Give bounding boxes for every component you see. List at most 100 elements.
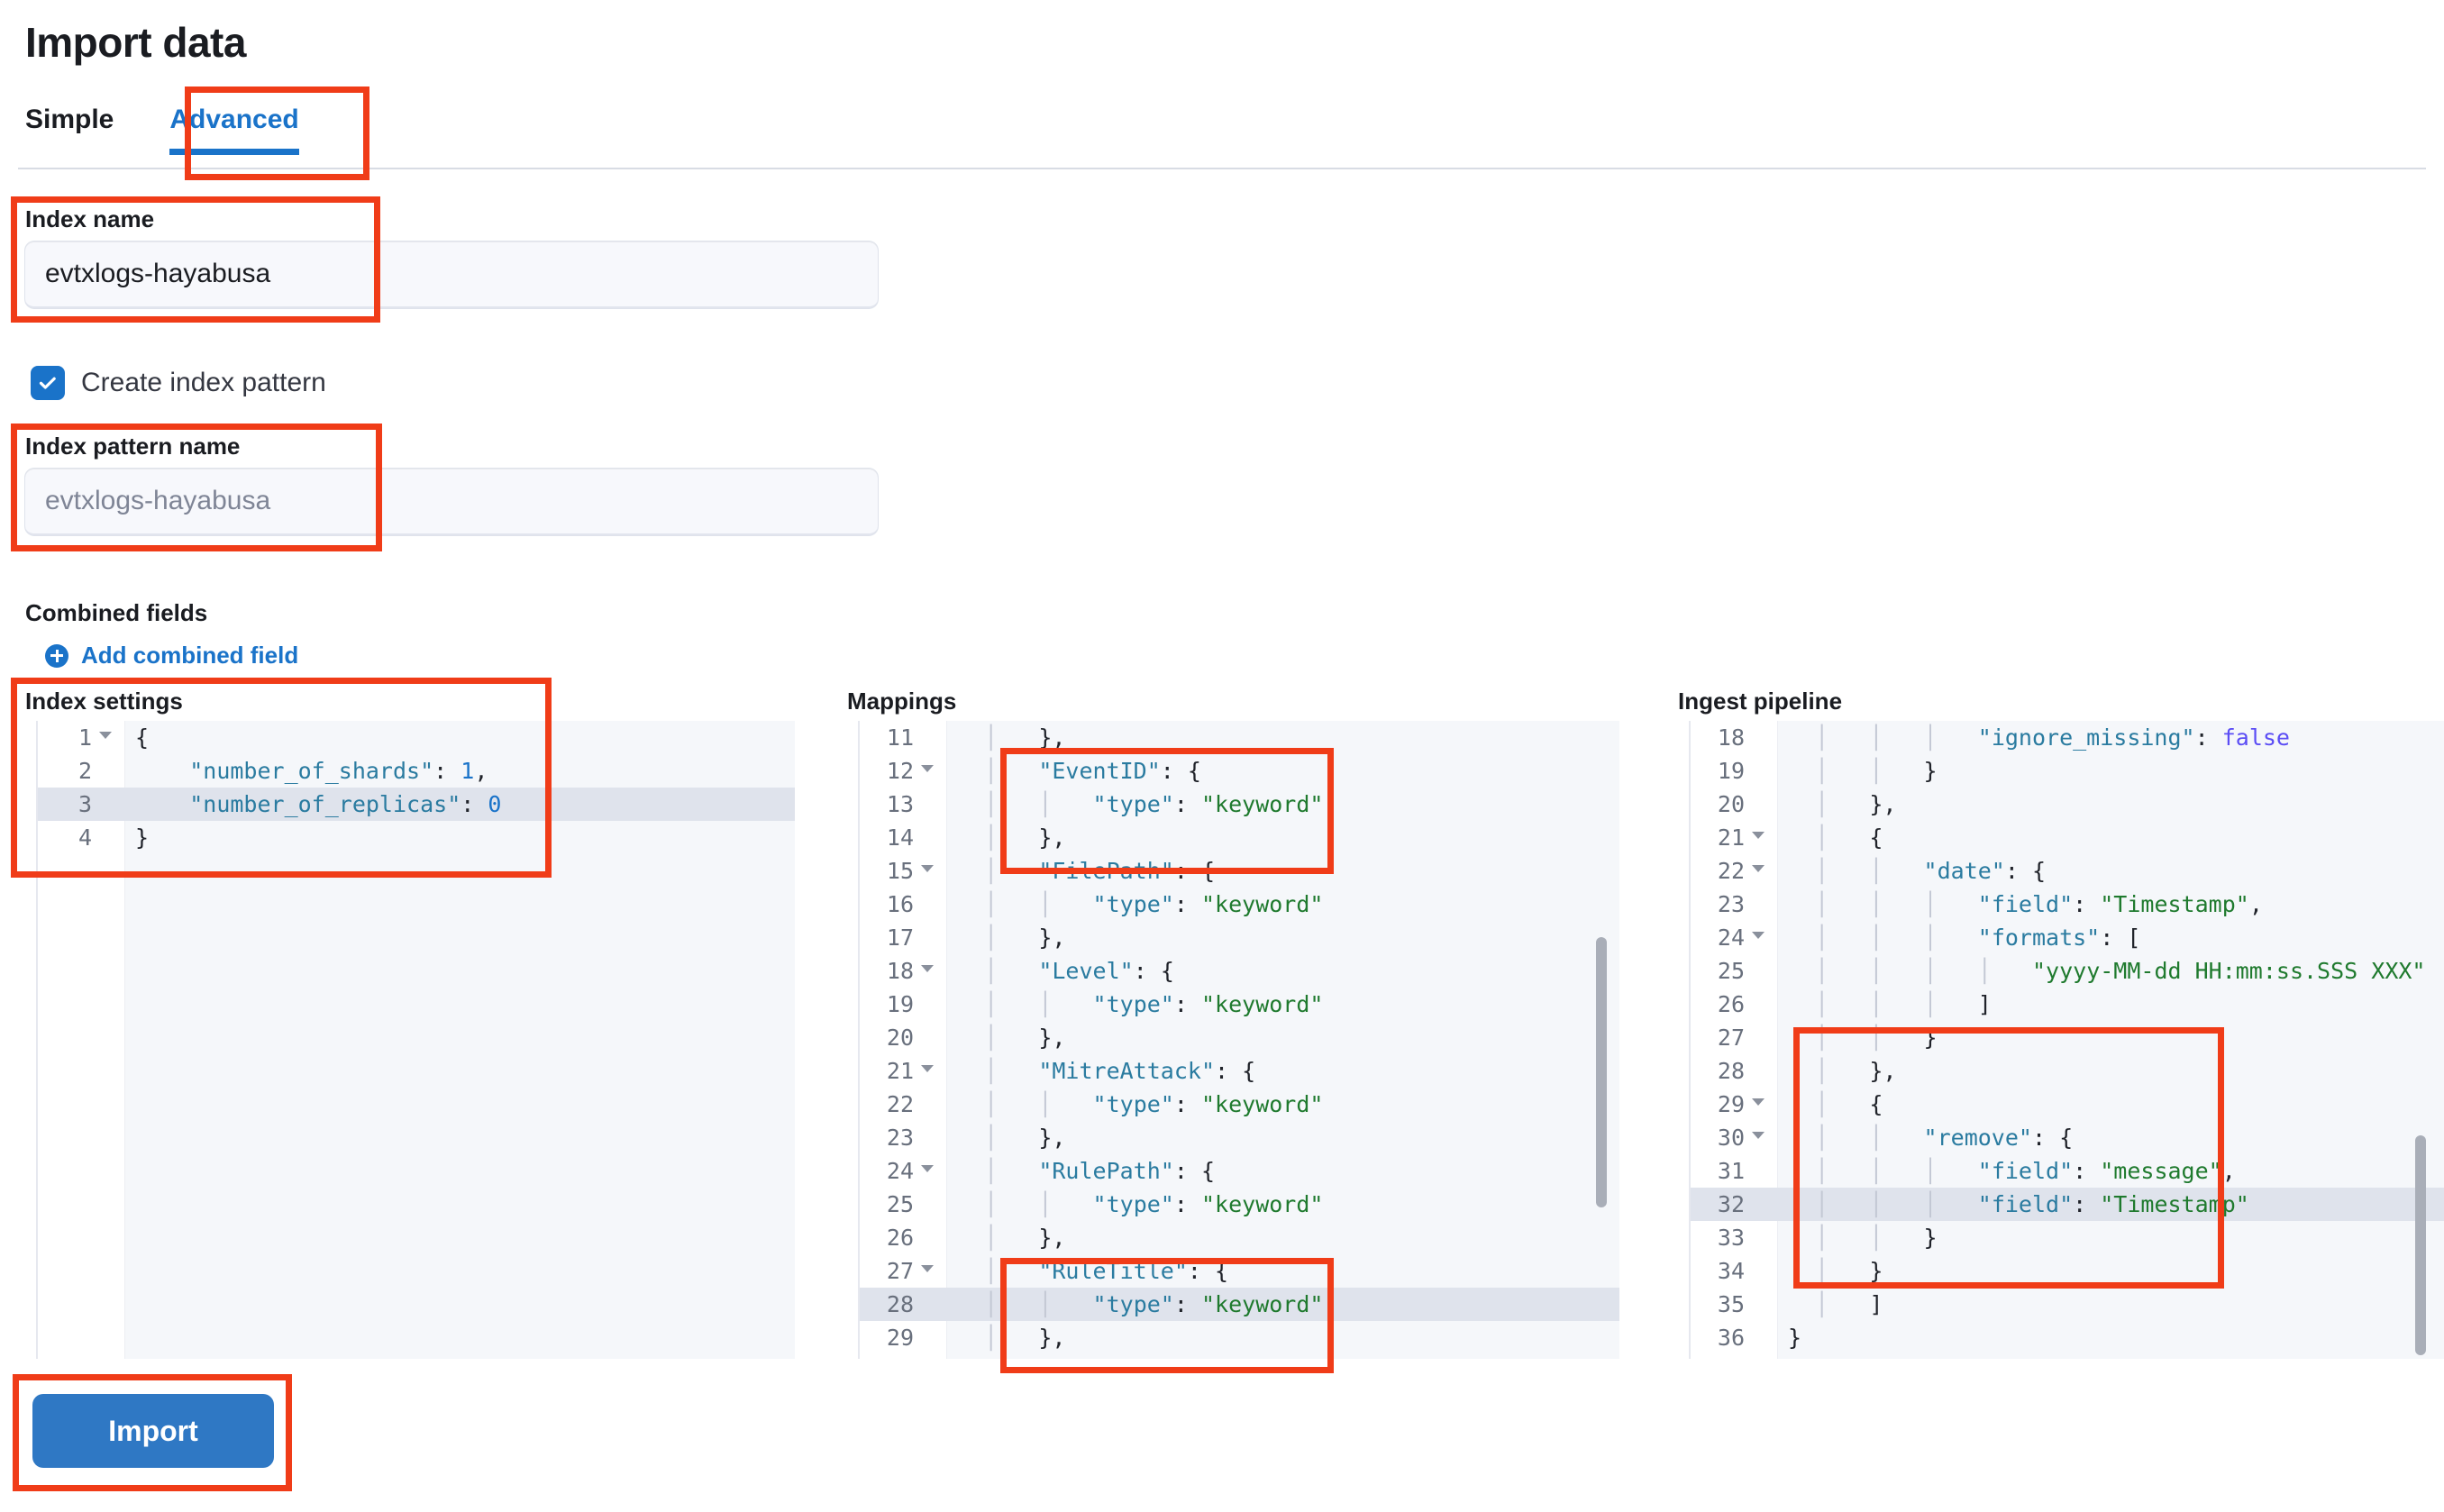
code-line: 13 │ │ "type": "keyword" — [860, 788, 1619, 821]
ingest-pipeline-scrollbar[interactable] — [2415, 1135, 2426, 1355]
code-text: │ }, — [1815, 791, 1897, 817]
plus-circle-icon — [45, 643, 68, 668]
line-number: 28 — [1717, 1058, 1745, 1084]
code-line: 27 │ "RuleTitle": { — [860, 1254, 1619, 1288]
code-line: 16 │ │ "type": "keyword" — [860, 888, 1619, 921]
add-combined-field-button[interactable]: Add combined field — [45, 642, 298, 669]
code-text: │ }, — [984, 925, 1066, 951]
line-number: 36 — [1717, 1325, 1745, 1351]
line-number: 4 — [78, 824, 92, 851]
fold-arrow-icon[interactable] — [921, 865, 934, 872]
code-line: 33 │ │ } — [1691, 1221, 2444, 1254]
code-line: 23 │ │ │ "field": "Timestamp", — [1691, 888, 2444, 921]
code-line: 21 │ "MitreAttack": { — [860, 1054, 1619, 1088]
code-text: │ │ │ │ "yyyy-MM-dd HH:mm:ss.SSS XXX" — [1815, 958, 2426, 984]
index-pattern-name-input[interactable] — [25, 469, 878, 535]
line-number: 27 — [1717, 1025, 1745, 1051]
fold-arrow-icon[interactable] — [921, 1165, 934, 1172]
line-number: 31 — [1717, 1158, 1745, 1184]
code-line: 29 │ }, — [860, 1321, 1619, 1354]
line-number: 2 — [78, 758, 92, 784]
code-text: │ │ │ "formats": [ — [1815, 925, 2141, 951]
code-text: "number_of_shards": 1, — [189, 758, 488, 784]
line-number: 13 — [886, 791, 914, 817]
line-number: 34 — [1717, 1258, 1745, 1284]
code-text: │ ] — [1815, 1291, 1883, 1317]
code-text: │ │ │ "field": "message", — [1815, 1158, 2236, 1184]
code-line: 35 │ ] — [1691, 1288, 2444, 1321]
code-line: 20 │ }, — [860, 1021, 1619, 1054]
code-line: 11 │ }, — [860, 721, 1619, 754]
code-text: │ │ } — [1815, 758, 1938, 784]
line-number: 1 — [78, 724, 92, 751]
line-number: 14 — [886, 824, 914, 851]
checkbox-checked-icon[interactable] — [31, 366, 65, 400]
code-line: 19 │ │ } — [1691, 754, 2444, 788]
line-number: 25 — [1717, 958, 1745, 984]
fold-arrow-icon[interactable] — [921, 1265, 934, 1272]
line-number: 24 — [886, 1158, 914, 1184]
code-line: 26 │ │ │ ] — [1691, 988, 2444, 1021]
code-line: 18 │ "Level": { — [860, 954, 1619, 988]
fold-arrow-icon[interactable] — [1752, 832, 1765, 839]
code-line: 1{ — [38, 721, 795, 754]
code-line: 12 │ "EventID": { — [860, 754, 1619, 788]
fold-arrow-icon[interactable] — [921, 765, 934, 772]
code-text: │ }, — [984, 1025, 1066, 1051]
create-index-pattern-row[interactable]: Create index pattern — [31, 366, 326, 400]
mappings-title: Mappings — [847, 688, 957, 715]
mappings-editor[interactable]: 11 │ },12 │ "EventID": {13 │ │ "type": "… — [858, 721, 1619, 1359]
code-text: │ │ │ "field": "Timestamp" — [1815, 1191, 2249, 1217]
code-text: │ "FilePath": { — [984, 858, 1216, 884]
line-number: 29 — [1717, 1091, 1745, 1117]
code-text: │ "Level": { — [984, 958, 1174, 984]
code-line: 30 │ │ "remove": { — [1691, 1121, 2444, 1154]
code-line: 26 │ }, — [860, 1221, 1619, 1254]
import-button[interactable]: Import — [32, 1394, 274, 1468]
line-number: 35 — [1717, 1291, 1745, 1317]
fold-arrow-icon[interactable] — [1752, 932, 1765, 939]
tab-divider — [18, 168, 2426, 169]
tab-simple[interactable]: Simple — [25, 105, 114, 134]
fold-arrow-icon[interactable] — [1752, 1132, 1765, 1139]
mappings-scrollbar[interactable] — [1596, 937, 1607, 1207]
code-text: │ }, — [984, 724, 1066, 751]
line-number: 26 — [1717, 991, 1745, 1017]
code-text: │ }, — [1815, 1058, 1897, 1084]
code-text: │ "MitreAttack": { — [984, 1058, 1256, 1084]
code-line: 15 │ "FilePath": { — [860, 854, 1619, 888]
code-line: 24 │ "RulePath": { — [860, 1154, 1619, 1188]
fold-arrow-icon[interactable] — [1752, 1098, 1765, 1106]
line-number: 19 — [1717, 758, 1745, 784]
line-number: 3 — [78, 791, 92, 817]
code-line: 31 │ │ │ "field": "message", — [1691, 1154, 2444, 1188]
code-text: │ │ "remove": { — [1815, 1125, 2074, 1151]
add-combined-field-label: Add combined field — [81, 642, 299, 669]
code-text: │ "EventID": { — [984, 758, 1201, 784]
code-line: 2 "number_of_shards": 1, — [38, 754, 795, 788]
code-text: │ │ "date": { — [1815, 858, 2047, 884]
line-number: 19 — [886, 991, 914, 1017]
fold-arrow-icon[interactable] — [921, 1065, 934, 1072]
fold-arrow-icon[interactable] — [1752, 865, 1765, 872]
code-line: 3 "number_of_replicas": 0 — [38, 788, 795, 821]
fold-arrow-icon[interactable] — [99, 732, 112, 739]
tab-advanced[interactable]: Advanced — [139, 105, 322, 155]
line-number: 18 — [886, 958, 914, 984]
line-number: 24 — [1717, 925, 1745, 951]
index-name-input[interactable] — [25, 241, 878, 308]
code-text: │ }, — [984, 1125, 1066, 1151]
code-text: │ │ "type": "keyword" — [984, 1291, 1324, 1317]
code-line: 14 │ }, — [860, 821, 1619, 854]
code-text: │ }, — [984, 1225, 1066, 1251]
code-text: } — [1788, 1325, 1802, 1351]
line-number: 25 — [886, 1191, 914, 1217]
code-text: │ { — [1815, 824, 1883, 851]
tab-bar: Simple Advanced — [25, 97, 323, 155]
combined-fields-label: Combined fields — [25, 599, 208, 626]
index-settings-editor[interactable]: 1{2 "number_of_shards": 1,3 "number_of_r… — [36, 721, 795, 1359]
fold-arrow-icon[interactable] — [921, 965, 934, 972]
code-text: │ │ │ "field": "Timestamp", — [1815, 891, 2263, 917]
